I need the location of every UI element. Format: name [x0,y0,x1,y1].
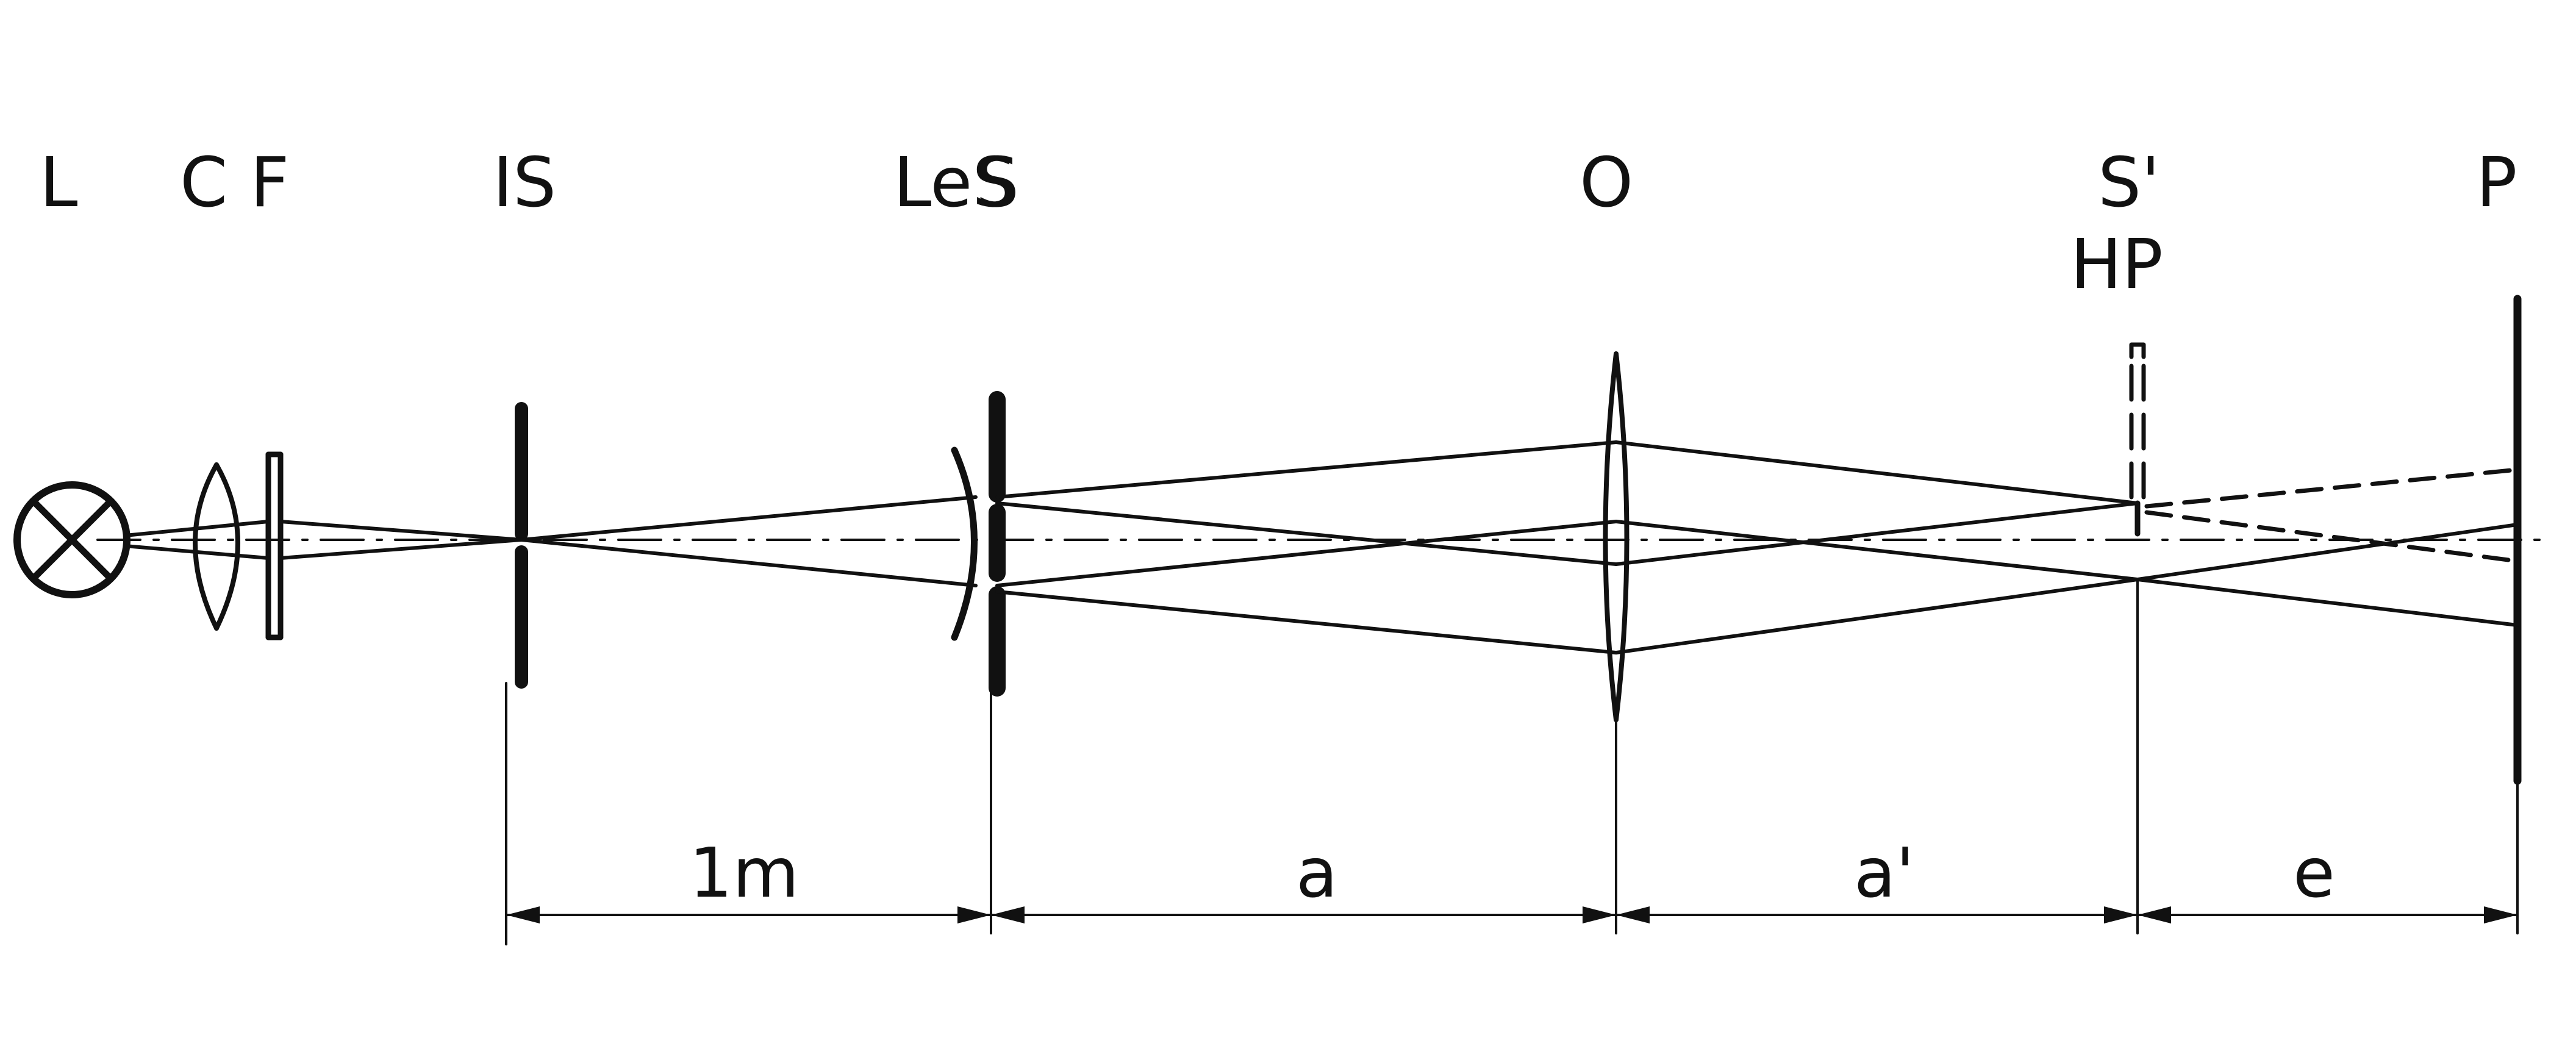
label-lens-slit: LeS [893,143,1015,223]
dimension-label-e: e [2293,834,2335,913]
rays-illumination [123,520,523,560]
label-hologram-plate: HP [2070,225,2163,304]
objective-lens-icon [1603,351,1630,722]
rays-to-lens-slit [520,495,978,587]
label-objective: O [1580,143,1633,223]
rays-to-plate [2136,467,2520,627]
label-lens-slit-s: S [976,143,1019,223]
rays-to-objective [995,440,1618,654]
dimension-label-a: a [1296,834,1338,913]
dimension-label-a-prime: a' [1854,834,1914,913]
dimension-extension-lines [505,578,2519,945]
condenser-lens-icon [193,462,240,631]
label-filter: F [250,143,289,223]
image-slit-icon [2129,342,2146,537]
label-lamp: L [40,143,77,223]
lamp-icon [13,481,131,598]
rays-to-image-slit [1614,440,2139,654]
label-plate: P [2476,143,2517,223]
dimension-label-1m: 1m [689,834,799,913]
filter-icon [265,451,284,640]
label-condenser: C [180,143,227,223]
label-input-slit: IS [493,143,556,223]
label-image-slit: S' [2098,143,2160,223]
lens-slit-icon [951,391,1006,697]
dimension-lines [505,906,2519,923]
